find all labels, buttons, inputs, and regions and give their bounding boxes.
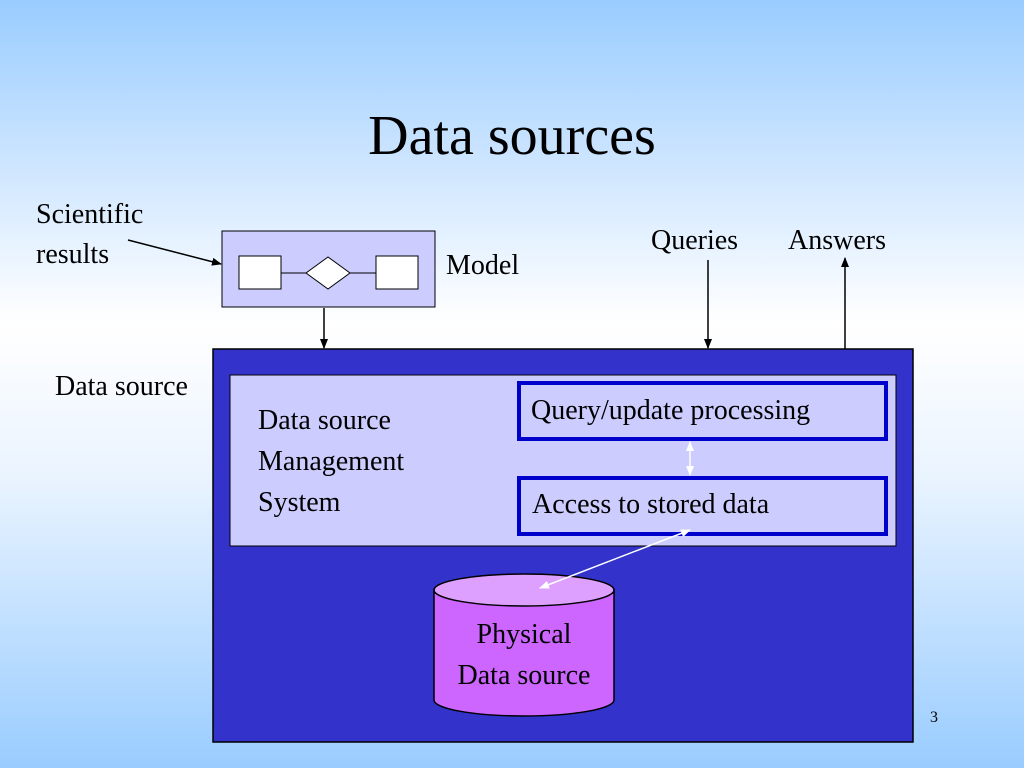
scientific-results-line1: Scientific [36,199,144,230]
access-stored-box [517,476,888,536]
dsms-line1: Data source [258,405,391,436]
query-update-box [517,381,888,441]
storage-link-arrow [539,529,691,589]
physical-line1: Physical [476,619,572,650]
model-label: Model [446,250,520,281]
dsms-line2: Management [258,446,405,477]
scientific-results-label: Scientific results [36,195,143,275]
access-stored-label: Access to stored data [532,489,770,520]
data-source-label: Data source [55,371,188,402]
dsms-label: Data source Management System [258,400,404,523]
er-diagram-icon [238,255,419,290]
answers-label: Answers [788,225,886,256]
scientific-results-arrow [127,239,222,266]
scientific-results-line2: results [36,239,110,270]
query-update-label: Query/update processing [531,395,811,426]
dsms-line3: System [258,487,341,518]
physical-line2: Data source [457,660,591,691]
queries-label: Queries [651,225,739,256]
slide-number: 3 [930,709,938,726]
physical-data-source-label: Physical Data source [434,614,614,696]
slide-title: Data sources [368,105,656,167]
